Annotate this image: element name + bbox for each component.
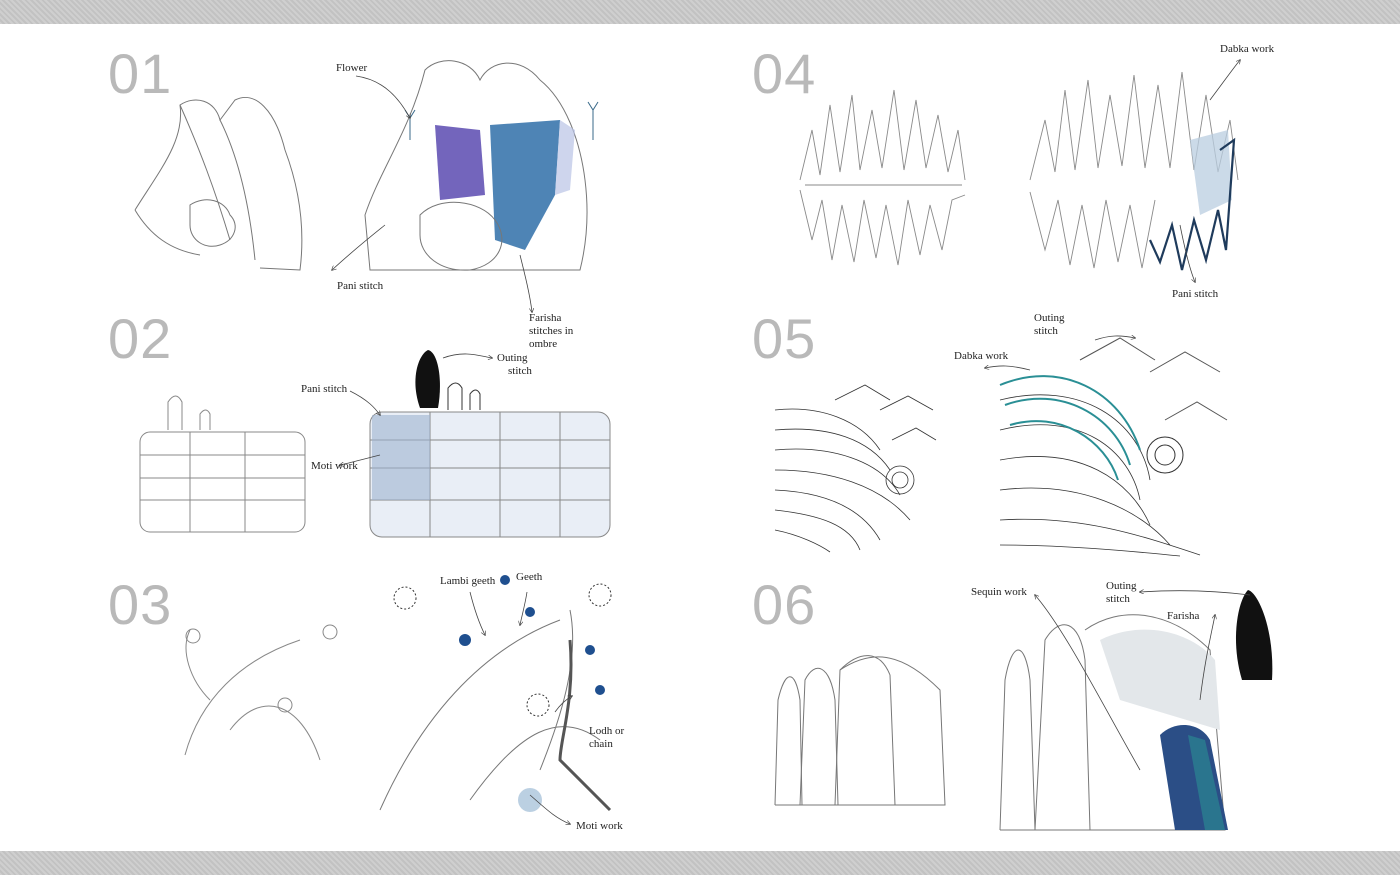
section-number-05: 05 <box>752 307 817 370</box>
label-farisha-06: Farisha <box>1167 610 1200 622</box>
section-number-06: 06 <box>752 573 817 636</box>
label-lodh-a: Lodh or <box>589 725 625 737</box>
label-outing-05a: Outing <box>1034 312 1065 324</box>
sketch-03-embroidered <box>379 575 612 812</box>
sketch-04-embroidered <box>1029 71 1239 271</box>
sketch-06-embroidered <box>999 590 1273 831</box>
label-outing-02b: stitch <box>508 365 532 377</box>
sketch-06-plain <box>774 655 946 806</box>
sketch-02-embroidered <box>369 350 611 538</box>
label-sequin-work: Sequin work <box>971 586 1027 598</box>
label-lambi-geeth: Lambi geeth <box>440 575 496 587</box>
label-flower: Flower <box>336 62 368 74</box>
label-farisha-01b: stitches in <box>529 325 574 337</box>
label-dabka-04: Dabka work <box>1220 43 1275 55</box>
sketch-01-embroidered <box>364 60 599 271</box>
section-number-03: 03 <box>108 573 173 636</box>
sketch-05-plain <box>774 384 937 553</box>
label-moti-work-03: Moti work <box>576 820 623 832</box>
label-pani-stitch-04: Pani stitch <box>1172 288 1219 300</box>
label-moti-work-02: Moti work <box>311 460 358 472</box>
section-number-01: 01 <box>108 42 173 105</box>
bottom-texture-band <box>0 851 1400 875</box>
label-pani-stitch-02: Pani stitch <box>301 383 348 395</box>
label-outing-02a: Outing <box>497 352 528 364</box>
sketch-01-plain <box>134 97 303 271</box>
sketch-04-plain <box>799 89 966 266</box>
section-number-04: 04 <box>752 42 817 105</box>
sketch-02-plain <box>139 395 306 533</box>
label-farisha-01a: Farisha <box>529 312 562 324</box>
sketch-05-embroidered <box>999 337 1228 557</box>
label-dabka-05: Dabka work <box>954 350 1009 362</box>
label-farisha-01c: ombre <box>529 338 558 350</box>
label-outing-06b: stitch <box>1106 593 1130 605</box>
label-outing-05b: stitch <box>1034 325 1058 337</box>
label-lodh-b: chain <box>589 738 613 750</box>
label-geeth: Geeth <box>516 571 543 583</box>
top-texture-band <box>0 0 1400 24</box>
label-outing-06a: Outing <box>1106 580 1137 592</box>
label-pani-stitch-01: Pani stitch <box>337 280 384 292</box>
section-number-02: 02 <box>108 307 173 370</box>
sketch-03-plain <box>184 624 338 761</box>
